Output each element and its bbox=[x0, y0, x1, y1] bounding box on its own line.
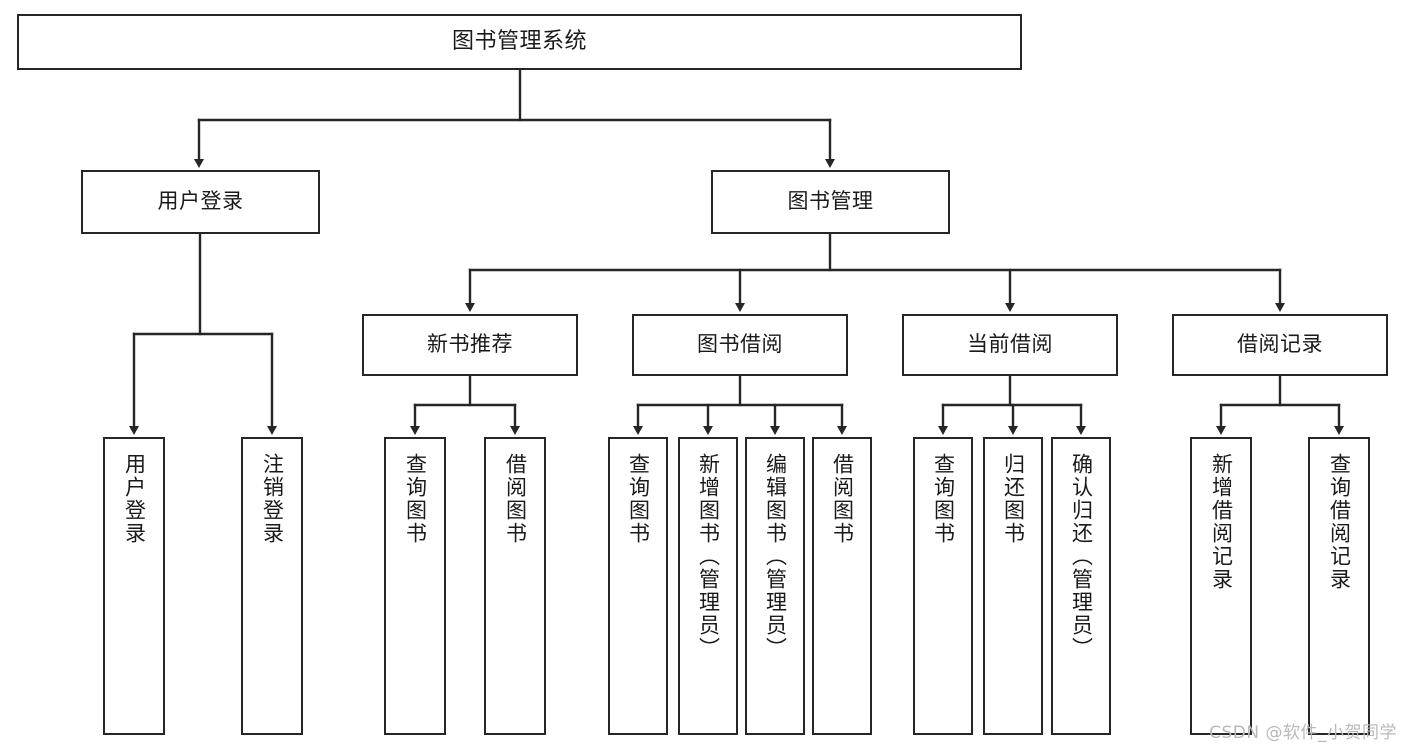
leaf-label: 借阅图书 bbox=[830, 453, 855, 545]
leaf-label: 查询图书 bbox=[931, 453, 956, 545]
leaf-label: 查询借阅记录 bbox=[1327, 453, 1352, 591]
csdn-watermark: CSDN @软件_小贺同学 bbox=[1209, 723, 1397, 743]
leaf-query-book-current[interactable]: 查询图书 bbox=[913, 437, 973, 735]
node-book-borrow[interactable]: 图书借阅 bbox=[632, 314, 848, 376]
node-current-borrow[interactable]: 当前借阅 bbox=[902, 314, 1118, 376]
leaf-label: 用户登录 bbox=[122, 453, 147, 545]
leaf-borrow-book[interactable]: 借阅图书 bbox=[812, 437, 872, 735]
node-book-management[interactable]: 图书管理 bbox=[711, 170, 950, 234]
leaf-label: 借阅图书 bbox=[503, 453, 528, 545]
node-user-login[interactable]: 用户登录 bbox=[81, 170, 320, 234]
node-borrow-record[interactable]: 借阅记录 bbox=[1172, 314, 1388, 376]
leaf-label: 新增图书（管理员） bbox=[696, 453, 721, 660]
leaf-logout[interactable]: 注销登录 bbox=[241, 437, 303, 735]
leaf-label: 归还图书 bbox=[1001, 453, 1026, 545]
leaf-confirm-return-admin[interactable]: 确认归还（管理员） bbox=[1051, 437, 1111, 735]
leaf-user-login[interactable]: 用户登录 bbox=[103, 437, 165, 735]
leaf-label: 新增借阅记录 bbox=[1209, 453, 1234, 591]
leaf-query-book-borrow[interactable]: 查询图书 bbox=[608, 437, 668, 735]
node-new-book-recommend[interactable]: 新书推荐 bbox=[362, 314, 578, 376]
leaf-edit-book-admin[interactable]: 编辑图书（管理员） bbox=[745, 437, 805, 735]
leaf-label: 确认归还（管理员） bbox=[1069, 453, 1094, 660]
leaf-label: 注销登录 bbox=[260, 453, 285, 545]
leaf-label: 查询图书 bbox=[626, 453, 651, 545]
leaf-query-book-recommend[interactable]: 查询图书 bbox=[384, 437, 446, 735]
leaf-label: 编辑图书（管理员） bbox=[763, 453, 788, 660]
leaf-return-book[interactable]: 归还图书 bbox=[983, 437, 1043, 735]
leaf-query-borrow-record[interactable]: 查询借阅记录 bbox=[1308, 437, 1370, 735]
leaf-add-borrow-record[interactable]: 新增借阅记录 bbox=[1190, 437, 1252, 735]
leaf-label: 查询图书 bbox=[403, 453, 428, 545]
leaf-borrow-book-recommend[interactable]: 借阅图书 bbox=[484, 437, 546, 735]
node-root[interactable]: 图书管理系统 bbox=[17, 14, 1022, 70]
leaf-add-book-admin[interactable]: 新增图书（管理员） bbox=[678, 437, 738, 735]
